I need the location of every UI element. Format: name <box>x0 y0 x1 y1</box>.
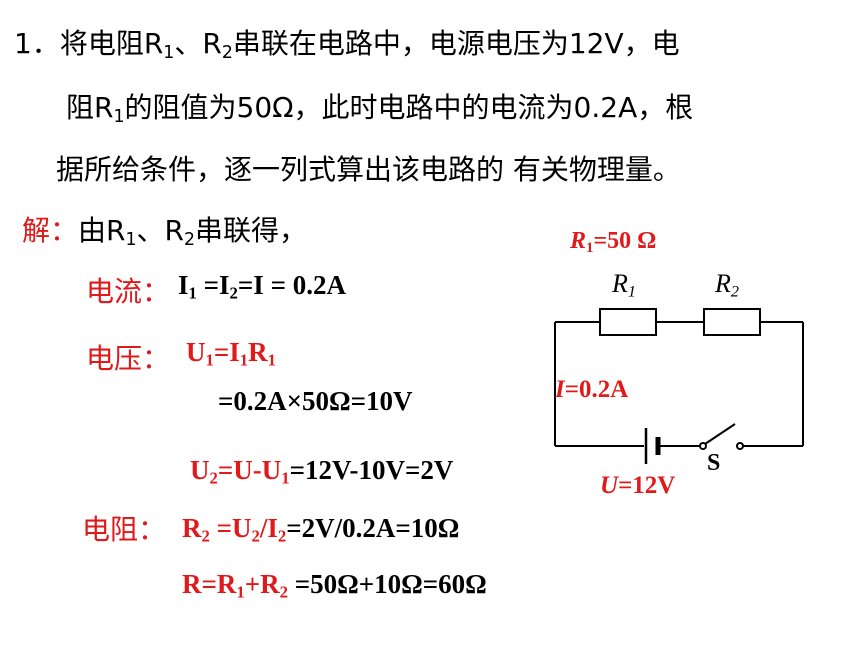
problem-line-2: 阻R1的阻值为50Ω，此时电路中的电流为0.2A，根 <box>66 91 694 127</box>
problem-number: 1． <box>14 27 60 60</box>
resistance-equation-2: R=R1+R2 =50Ω+10Ω=60Ω <box>182 569 487 602</box>
r1-value-label: R1=50 Ω <box>570 228 657 257</box>
solution-label: 解： <box>22 214 79 247</box>
resistance-label: 电阻： <box>82 513 167 546</box>
circuit-current-label: I=0.2A <box>555 376 629 403</box>
solution-intro: 解：由R1、R2串联得， <box>22 214 308 250</box>
switch-label: S <box>707 450 721 476</box>
r2-symbol-label: R2 <box>715 269 739 301</box>
switch-contact-left <box>699 442 707 450</box>
voltage-equation-1: U1=I1R1 <box>186 337 277 370</box>
switch-lever <box>704 423 736 445</box>
voltage-label: 电压： <box>86 342 171 375</box>
resistor-r2 <box>703 308 761 336</box>
voltage-equation-2: =0.2A×50Ω=10V <box>218 386 413 416</box>
problem-line-3: 据所给条件，逐一列式算出该电路的 有关物理量。 <box>56 153 681 186</box>
circuit-voltage-label: U=12V <box>600 472 676 499</box>
problem-line-1: 1．将电阻R1、R2串联在电路中，电源电压为12V，电 <box>14 27 680 63</box>
resistance-equation-1: R2 =U2/I2=2V/0.2A=10Ω <box>182 513 460 546</box>
r1-symbol-label: R1 <box>612 269 636 301</box>
current-equation: I1 =I2=I = 0.2A <box>178 270 346 303</box>
current-label: 电流： <box>86 275 171 308</box>
switch-contact-right <box>736 442 744 450</box>
voltage-equation-3: U2=U-U1=12V-10V=2V <box>190 455 454 488</box>
resistor-r1 <box>599 308 657 336</box>
